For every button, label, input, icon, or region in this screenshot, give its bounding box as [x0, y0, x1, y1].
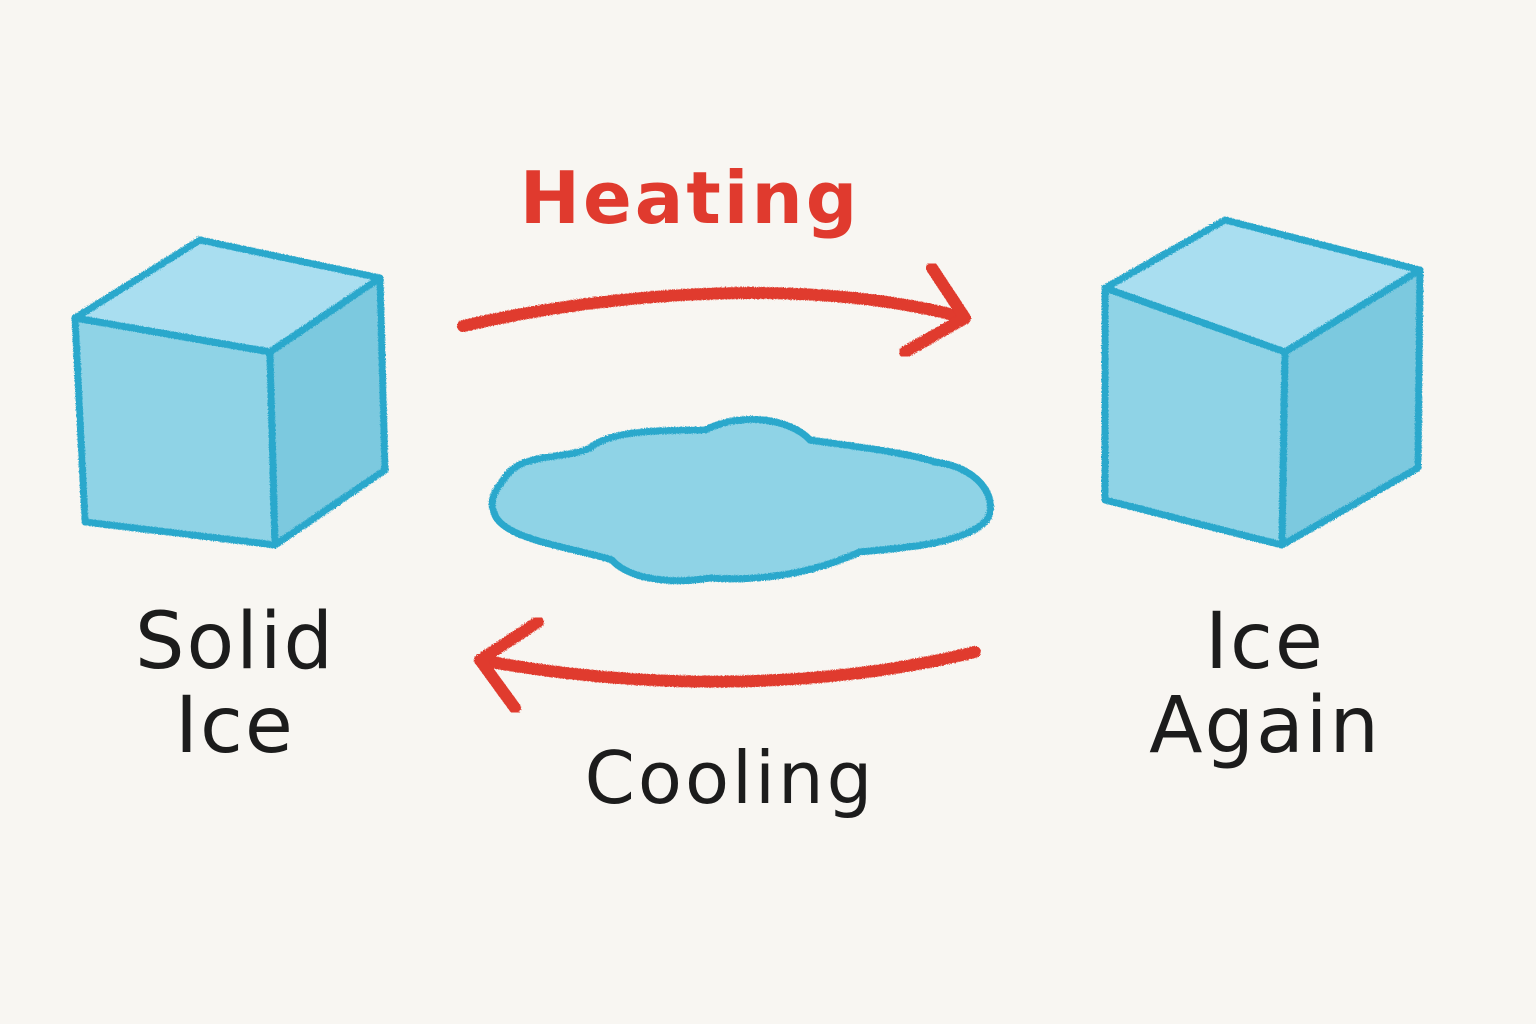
cooling-label: Cooling: [540, 736, 920, 820]
cooling-text: Cooling: [584, 736, 876, 820]
solid-ice-label: Solid Ice: [70, 597, 400, 772]
solid-ice-line1: Solid: [134, 597, 336, 687]
water-puddle-icon: [488, 415, 994, 585]
heating-label: Heating: [480, 156, 900, 240]
cooling-arrow-icon: [474, 616, 981, 714]
solid-ice-line2: Ice: [175, 681, 295, 772]
ice-again-line1: Ice: [1205, 597, 1325, 687]
ice-again-cube-icon: [1101, 216, 1424, 549]
solid-ice-cube-icon: [71, 236, 389, 549]
ice-again-label: Ice Again: [1090, 597, 1440, 772]
heating-arrow-icon: [457, 262, 971, 358]
heating-text: Heating: [519, 156, 861, 240]
ice-again-line2: Again: [1149, 681, 1381, 772]
